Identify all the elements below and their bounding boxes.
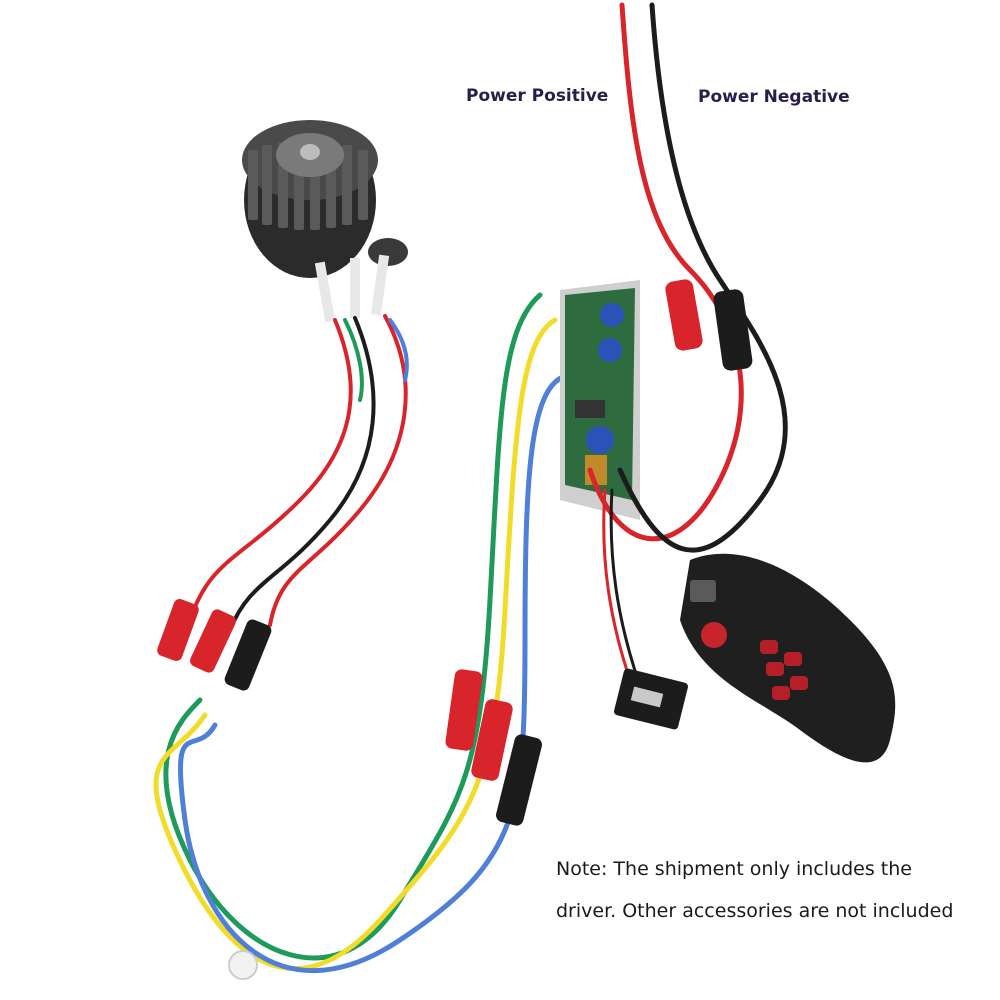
brushless-motor bbox=[242, 120, 408, 323]
loop-clips bbox=[445, 669, 542, 826]
note-line-2: driver. Other accessories are not includ… bbox=[556, 900, 954, 922]
label-power-negative: Power Negative bbox=[698, 87, 850, 107]
throttle-handle bbox=[680, 553, 896, 763]
motor-phase-wires bbox=[188, 314, 409, 632]
cable-tie bbox=[228, 950, 258, 980]
hall-connector bbox=[614, 668, 688, 730]
motor-clips bbox=[157, 599, 272, 691]
motor-driver-board bbox=[560, 280, 640, 520]
phase-cable-loop bbox=[153, 292, 573, 973]
power-clips bbox=[665, 279, 753, 371]
label-power-positive: Power Positive bbox=[466, 86, 609, 106]
note-line-1: Note: The shipment only includes the bbox=[556, 858, 912, 880]
